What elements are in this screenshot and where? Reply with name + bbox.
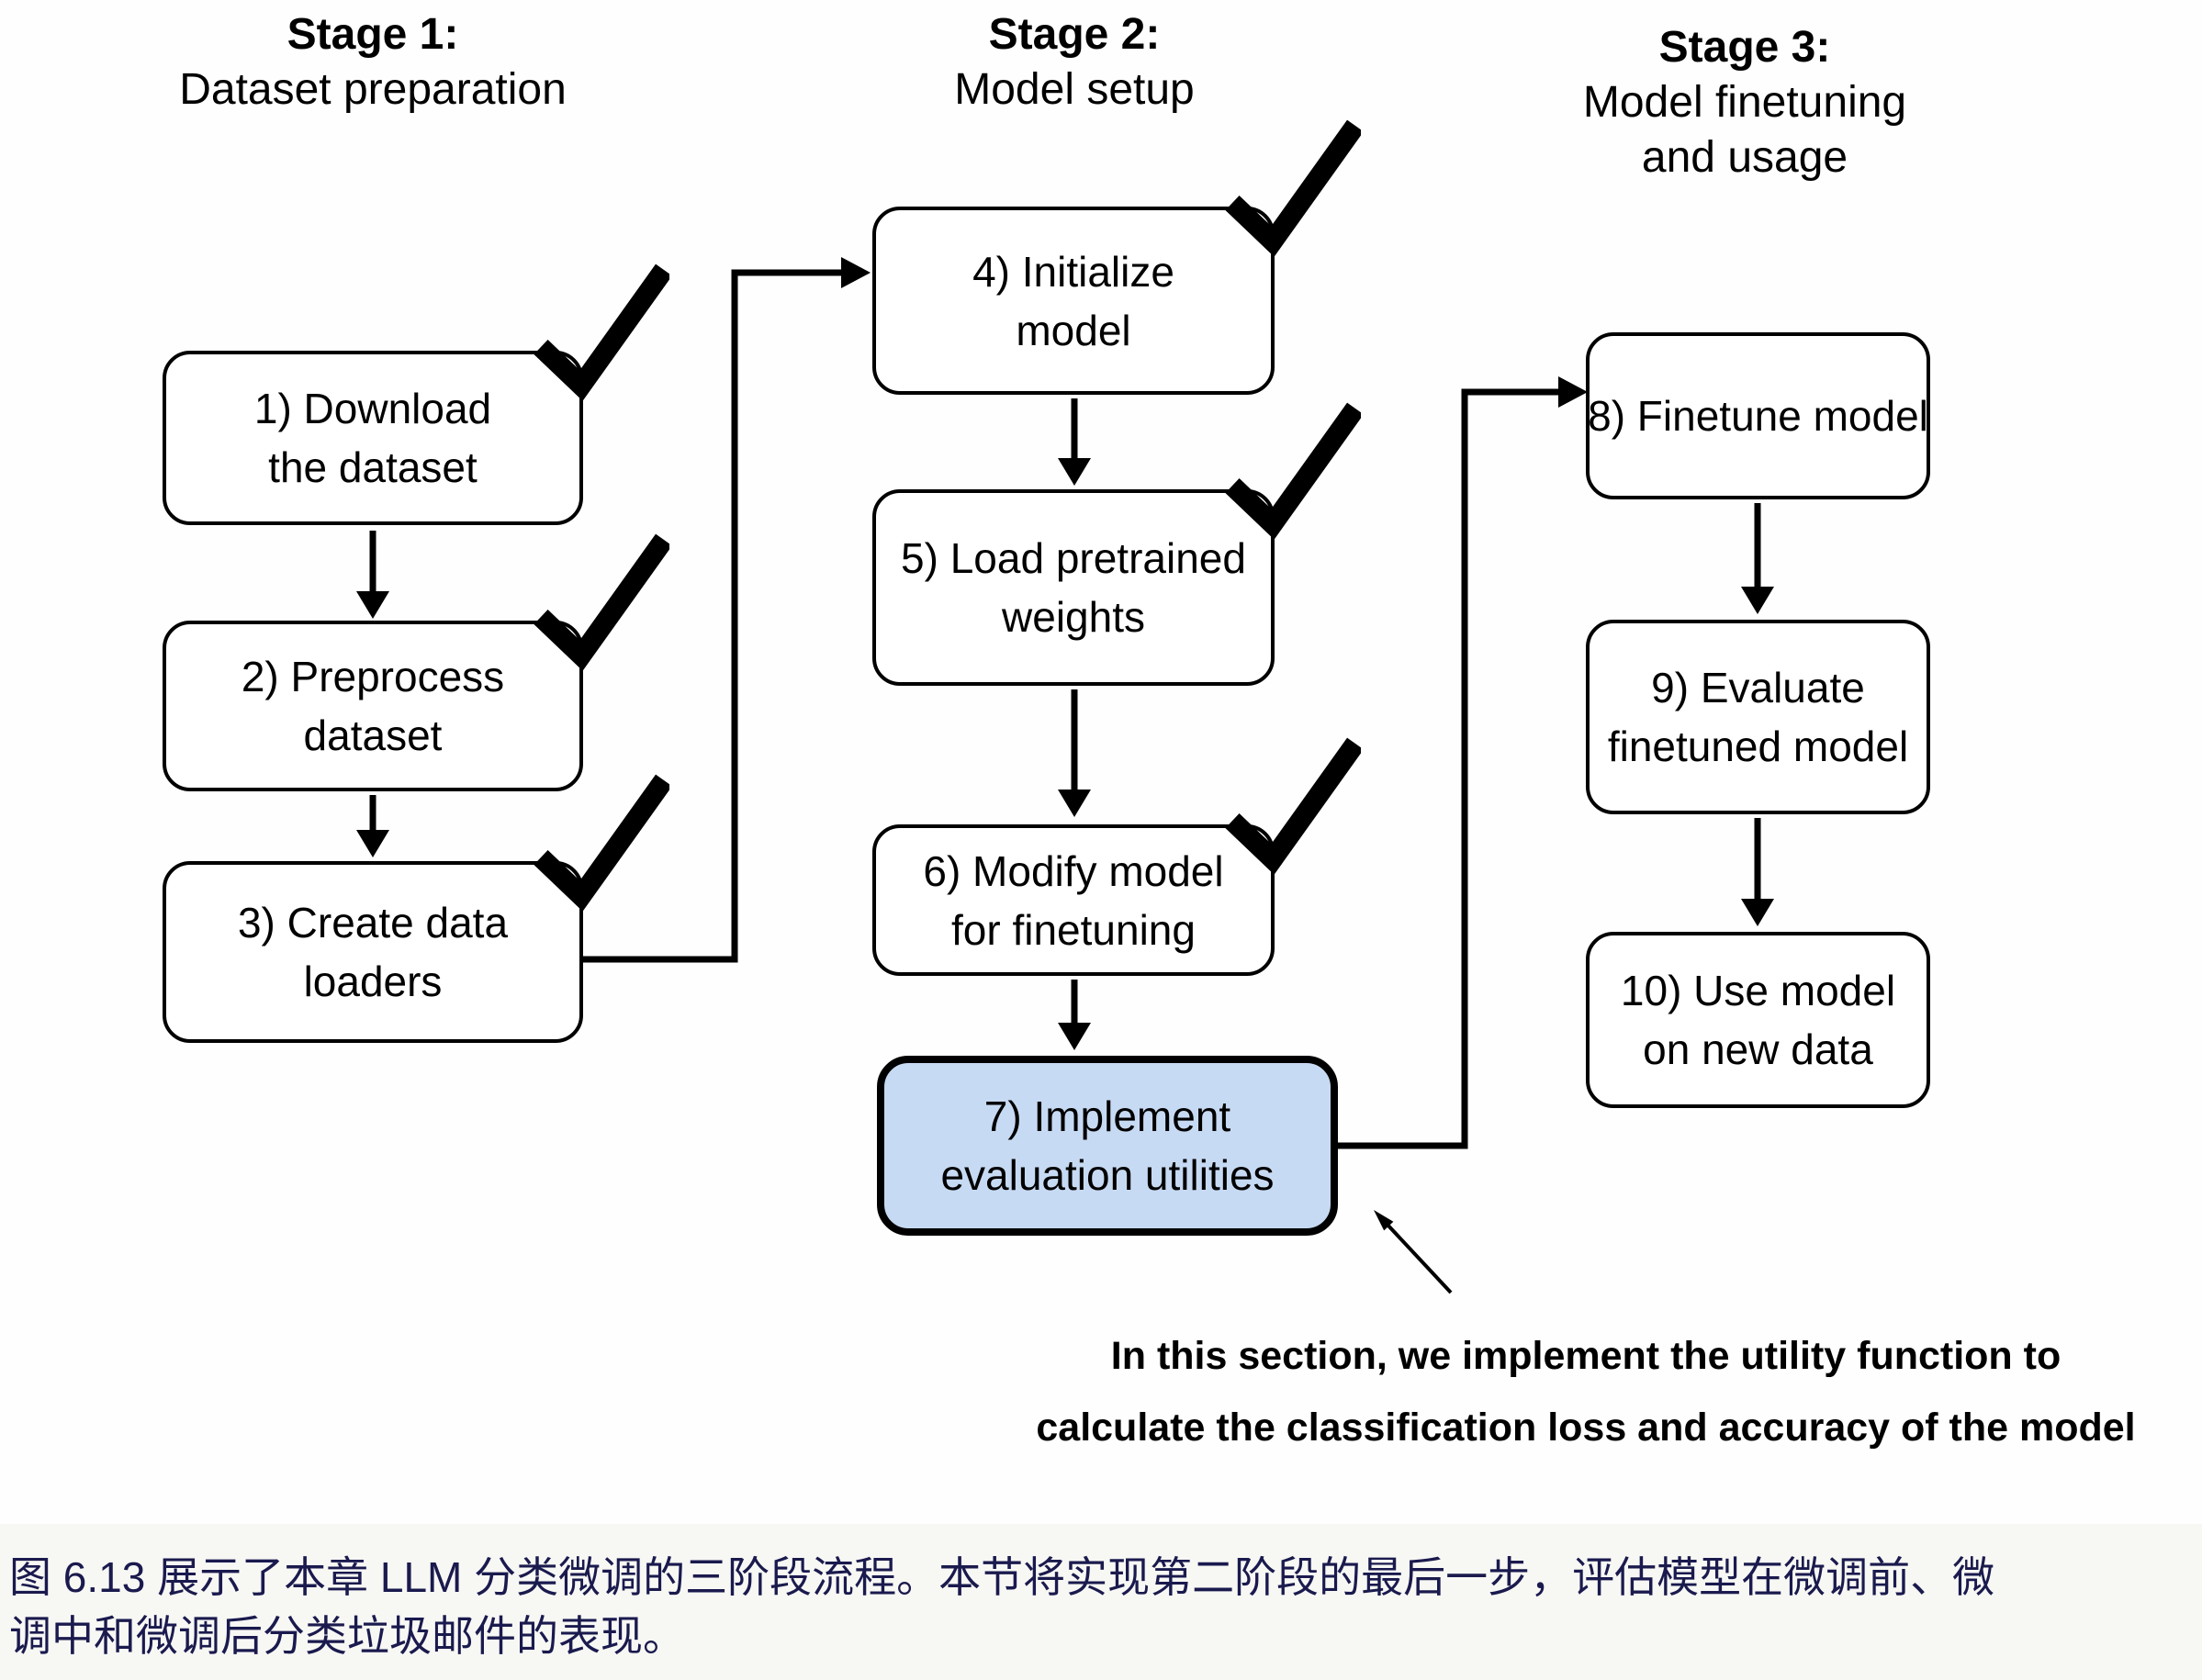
arrowhead xyxy=(1058,1023,1091,1050)
stage-title: Stage 2: xyxy=(988,10,1161,59)
stage-subtitle: Model setup xyxy=(954,65,1195,114)
flow-box-4: 4) Initialize model xyxy=(872,119,1364,395)
arrowhead xyxy=(356,830,389,857)
arrowhead xyxy=(1558,376,1588,408)
flow-box-8: 8) Finetune model xyxy=(1586,332,1930,499)
box-label: weights xyxy=(1002,593,1145,641)
annotation-arrow xyxy=(1374,1210,1453,1294)
box-label: 9) Evaluate xyxy=(1651,664,1865,711)
box-label: model xyxy=(1016,306,1131,354)
flow-box-1: 1) Download the dataset xyxy=(163,263,672,525)
box-label: 6) Modify model xyxy=(923,846,1224,895)
connector-box7-box8 xyxy=(1338,388,1558,1149)
stage-header-1: Stage 1: Dataset preparation xyxy=(6,7,740,118)
flow-box-6: 6) Modify model for finetuning xyxy=(872,737,1364,976)
arrowhead xyxy=(1741,587,1774,614)
box-label: evaluation utilities xyxy=(940,1151,1275,1199)
checkmark-icon xyxy=(1223,736,1364,883)
stage-header-3: Stage 3: Model finetuning and usage xyxy=(1377,20,2112,185)
box-label: finetuned model xyxy=(1607,722,1909,770)
box-label: 2) Preprocess xyxy=(241,653,505,700)
box-label: 4) Initialize xyxy=(972,247,1174,296)
stage-subtitle: Model finetuning xyxy=(1582,78,1907,127)
checkmark-icon xyxy=(1223,401,1364,548)
checkmark-icon xyxy=(532,532,672,679)
flow-box-5: 5) Load pretrained weights xyxy=(872,402,1364,686)
arrowhead xyxy=(1058,790,1091,817)
annotation-line: calculate the classification loss and ac… xyxy=(1036,1406,2136,1450)
checkmark-icon xyxy=(1223,118,1364,265)
flow-box-7: 7) Implement evaluation utilities xyxy=(877,1056,1338,1236)
annotation-line: In this section, we implement the utilit… xyxy=(1110,1334,2062,1378)
caption-line: 图 6.13 展示了本章 LLM 分类微调的三阶段流程。本节将实现第二阶段的最后… xyxy=(9,1553,1995,1601)
box-label: 7) Implement xyxy=(983,1092,1231,1140)
box-label: 10) Use model xyxy=(1620,967,1896,1014)
box-label: 5) Load pretrained xyxy=(901,534,1246,582)
annotation-text: In this section, we implement the utilit… xyxy=(937,1320,2202,1463)
box-label: 8) Finetune model xyxy=(1588,392,1928,440)
box-label: for finetuning xyxy=(951,905,1196,954)
flow-box-2: 2) Preprocess dataset xyxy=(163,533,672,791)
stage-subtitle: and usage xyxy=(1641,133,1848,182)
box-label: 1) Download xyxy=(253,385,492,432)
arrowhead xyxy=(841,257,871,288)
box-label: dataset xyxy=(303,711,443,759)
checkmark-icon xyxy=(532,263,672,409)
stage-subtitle: Dataset preparation xyxy=(179,65,567,114)
stage-header-2: Stage 2: Model setup xyxy=(707,7,1442,118)
box-label: 3) Create data xyxy=(237,899,509,946)
arrowhead xyxy=(356,591,389,619)
arrowhead xyxy=(1741,899,1774,926)
stage-title: Stage 1: xyxy=(286,10,459,59)
box-label: on new data xyxy=(1643,1025,1873,1073)
flow-box-3: 3) Create data loaders xyxy=(163,774,672,1043)
checkmark-icon xyxy=(532,773,672,920)
stage-title: Stage 3: xyxy=(1658,23,1831,72)
box-label: loaders xyxy=(303,958,443,1005)
box-label: the dataset xyxy=(268,443,477,491)
flow-box-9: 9) Evaluate finetuned model xyxy=(1586,620,1930,814)
caption-line: 调中和微调后分类垃圾邮件的表现。 xyxy=(9,1612,685,1660)
caption-background xyxy=(0,1524,2202,1680)
flow-box-10: 10) Use model on new data xyxy=(1586,932,1930,1108)
arrowhead xyxy=(1058,458,1091,486)
figure-caption: 图 6.13 展示了本章 LLM 分类微调的三阶段流程。本节将实现第二阶段的最后… xyxy=(9,1548,2196,1665)
